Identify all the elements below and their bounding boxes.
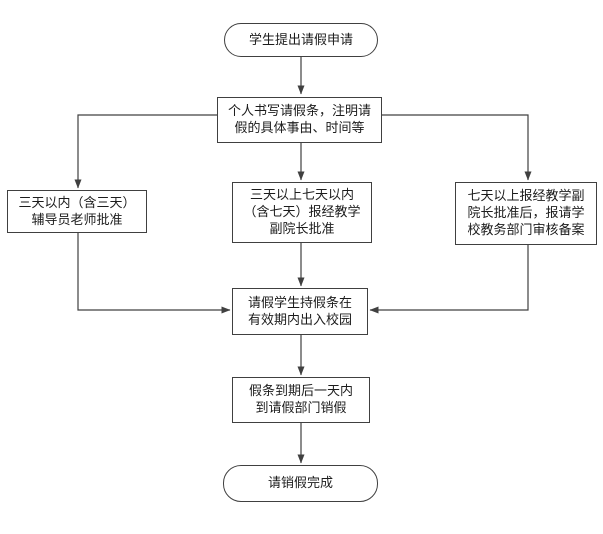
node-end-leave-complete: 请销假完成 bbox=[223, 465, 378, 502]
edge-within-three-to-pass bbox=[77, 233, 231, 314]
node-within-three-days-approval: 三天以内（含三天） 辅导员老师批准 bbox=[7, 190, 147, 233]
node-start-apply-leave: 学生提出请假申请 bbox=[224, 23, 378, 57]
node-report-back-after-expiry: 假条到期后一天内 到请假部门销假 bbox=[232, 377, 370, 423]
edge-over-seven-to-pass bbox=[369, 245, 529, 314]
edge-write-to-over-seven bbox=[382, 114, 532, 181]
edge-write-to-within-three bbox=[74, 114, 217, 189]
node-campus-access-with-note: 请假学生持假条在 有效期内出入校园 bbox=[232, 288, 368, 335]
node-write-leave-note: 个人书写请假条，注明请 假的具体事由、时间等 bbox=[217, 97, 382, 143]
node-over-seven-days-approval: 七天以上报经教学副 院长批准后，报请学 校教务部门审核备案 bbox=[455, 182, 597, 245]
node-three-to-seven-days-approval: 三天以上七天以内 （含七天）报经教学 副院长批准 bbox=[232, 182, 372, 243]
